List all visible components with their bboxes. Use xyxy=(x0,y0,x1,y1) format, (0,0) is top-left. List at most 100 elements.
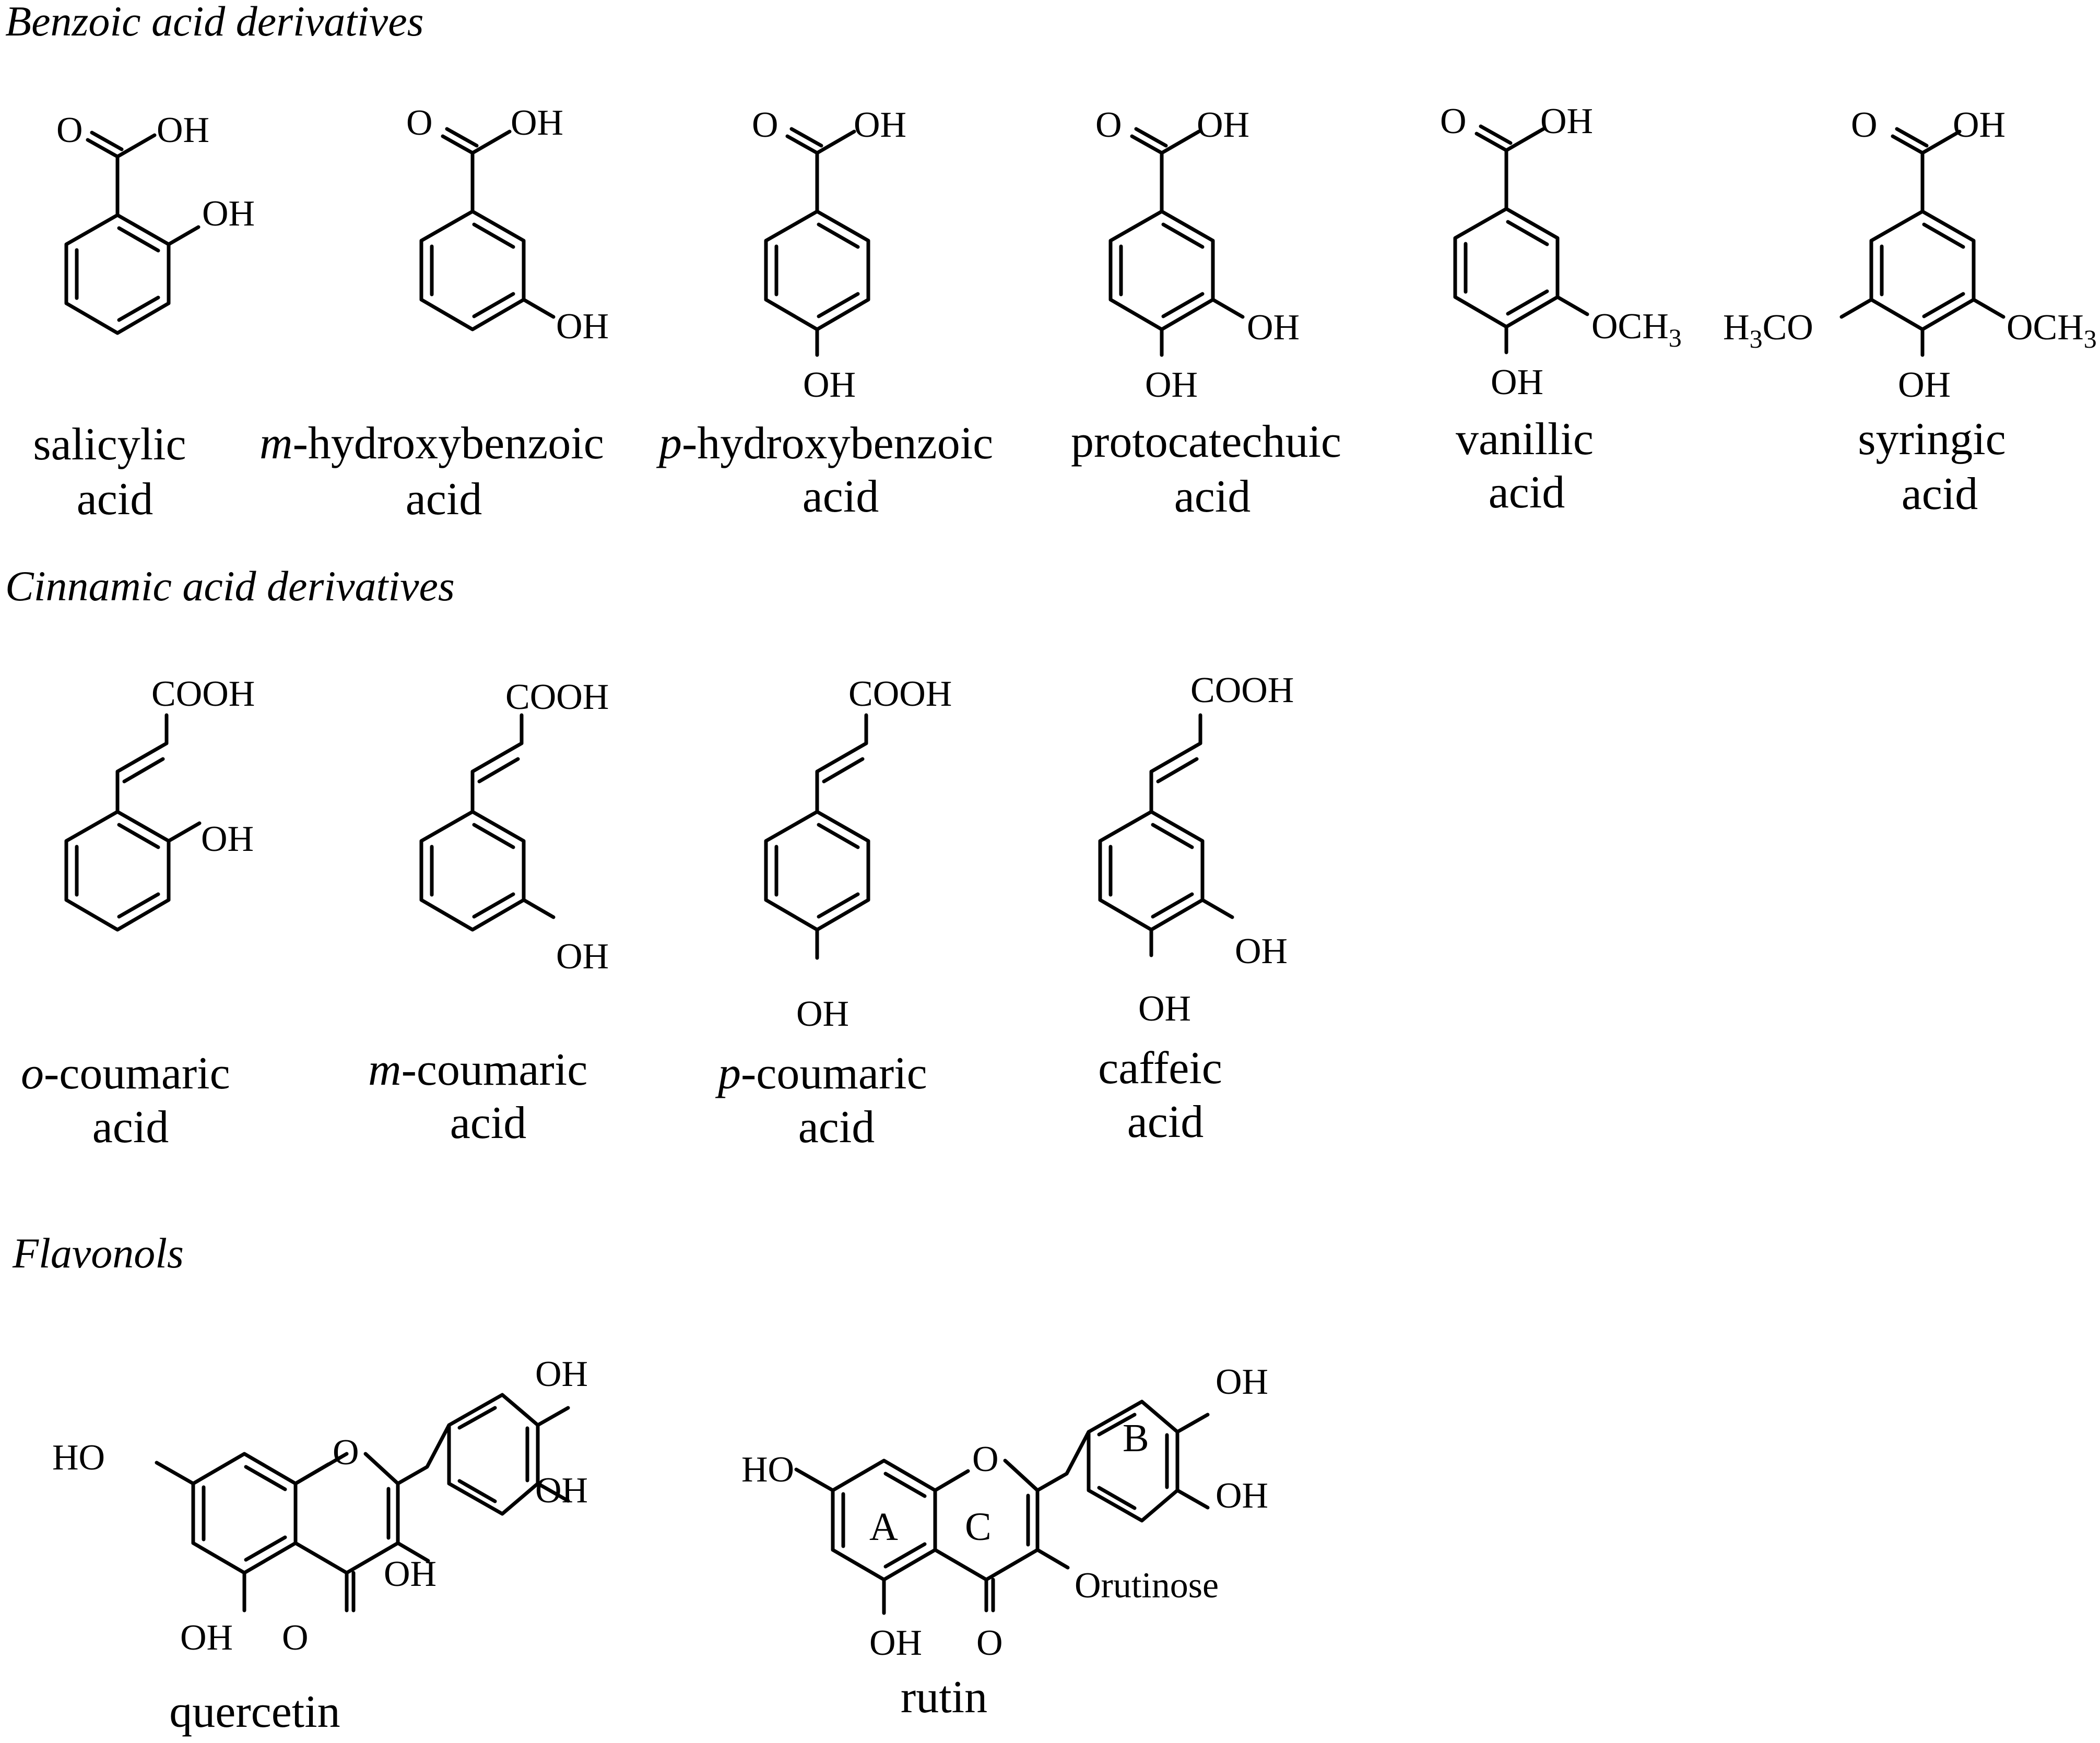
syringic-oh-label: OH xyxy=(1898,365,1951,405)
vanillic-och3-prefix: OCH xyxy=(1591,306,1669,347)
caffeic-3-oh-label: OH xyxy=(1235,931,1288,971)
vanillic-cooh-oh-label: OH xyxy=(1540,101,1593,141)
rutin-carbonyl-o-label: O xyxy=(976,1623,1003,1663)
m-hydroxybenzoic-cooh-oh-label: OH xyxy=(511,103,563,143)
structure-vanillic-acid: O OH OCH3 OH xyxy=(1440,101,1682,402)
caffeic-name-line2: acid xyxy=(1127,1097,1204,1147)
o-coumaric-oh-label: OH xyxy=(201,819,254,859)
rutin-ring-c-label: C xyxy=(965,1505,992,1549)
quercetin-carbonyl-o-label: O xyxy=(282,1618,309,1658)
m-hydroxybenzoic-oh-label: OH xyxy=(556,306,609,347)
salicylic-oh-label: OH xyxy=(202,194,255,234)
structure-salicylic-acid: O OH OH xyxy=(56,110,255,335)
vanillic-och3-subscript: 3 xyxy=(1669,323,1682,352)
structure-p-hydroxybenzoic-acid: O OH OH xyxy=(752,105,906,405)
rutin-5-oh-label: OH xyxy=(869,1623,922,1663)
quercetin-3prime-oh-label: OH xyxy=(535,1471,588,1511)
o-coumaric-cooh-label: COOH xyxy=(151,674,255,714)
section-benzoic-heading: Benzoic acid derivatives xyxy=(5,0,424,45)
rutin-name: rutin xyxy=(901,1672,987,1723)
m-coumaric-cooh-label: COOH xyxy=(505,677,609,717)
salicylic-o-label: O xyxy=(56,110,83,150)
structure-rutin: O HO OH O Orutinose OH OH A C B xyxy=(741,1362,1268,1663)
m-coumaric-name-rest: -coumaric xyxy=(402,1045,588,1095)
vanillic-oh-label: OH xyxy=(1491,362,1543,402)
caffeic-cooh-label: COOH xyxy=(1190,670,1294,710)
salicylic-name-line2: acid xyxy=(77,474,154,525)
salicylic-cooh-oh-label: OH xyxy=(157,110,209,150)
syringic-och3-prefix: OCH xyxy=(2007,307,2084,348)
m-hydroxybenzoic-name-rest: -hydroxybenzoic xyxy=(293,418,604,469)
protocatechuic-name-line2: acid xyxy=(1174,471,1251,522)
o-coumaric-name-line1: o-coumaric xyxy=(21,1048,230,1099)
p-hydroxybenzoic-name-line2: acid xyxy=(803,471,879,522)
m-hydroxybenzoic-name-line1: m-hydroxybenzoic xyxy=(259,418,604,469)
o-coumaric-name-rest: -coumaric xyxy=(44,1048,230,1099)
syringic-och3-subscript: 3 xyxy=(2084,324,2097,353)
rutin-ring-b-label: B xyxy=(1123,1416,1149,1460)
rutin-4prime-oh-label: OH xyxy=(1216,1362,1268,1402)
p-hydroxybenzoic-name-line1: p-hydroxybenzoic xyxy=(656,418,993,469)
m-coumaric-name-line2: acid xyxy=(450,1098,527,1148)
vanillic-name-line2: acid xyxy=(1489,467,1565,518)
quercetin-4prime-oh-label: OH xyxy=(535,1354,588,1394)
p-hydroxybenzoic-cooh-oh-label: OH xyxy=(854,105,906,145)
m-hydroxybenzoic-name-line2: acid xyxy=(406,474,482,525)
vanillic-och3-label: OCH3 xyxy=(1591,306,1682,352)
m-hydroxybenzoic-o-label: O xyxy=(406,103,433,143)
vanillic-name-line1: vanillic xyxy=(1456,414,1594,465)
syringic-h3co-rest: CO xyxy=(1763,307,1813,348)
p-coumaric-name-line2: acid xyxy=(798,1102,875,1153)
o-coumaric-prefix: o xyxy=(21,1048,44,1099)
syringic-name-line1: syringic xyxy=(1858,414,2006,465)
protocatechuic-name-line1: protocatechuic xyxy=(1071,417,1341,467)
syringic-o-label: O xyxy=(1851,105,1878,145)
structure-m-coumaric-acid: COOH OH xyxy=(419,677,609,977)
protocatechuic-4-oh-label: OH xyxy=(1145,365,1198,405)
structure-m-hydroxybenzoic-acid: O OH OH xyxy=(406,103,609,347)
structure-syringic-acid: O OH OCH3 H3CO OH xyxy=(1723,105,2097,405)
p-coumaric-name-line1: p-coumaric xyxy=(715,1048,927,1099)
rutin-3prime-oh-label: OH xyxy=(1216,1476,1268,1516)
syringic-och3-label: OCH3 xyxy=(2007,307,2097,353)
rutin-7-ho-label: HO xyxy=(741,1450,794,1490)
m-hydroxybenzoic-prefix: m xyxy=(259,418,293,469)
p-coumaric-prefix: p xyxy=(715,1048,741,1099)
quercetin-7-ho-label: HO xyxy=(52,1438,105,1478)
m-coumaric-prefix: m xyxy=(368,1045,402,1095)
m-coumaric-oh-label: OH xyxy=(556,936,609,977)
protocatechuic-cooh-oh-label: OH xyxy=(1197,105,1249,145)
structure-protocatechuic-acid: O OH OH OH xyxy=(1095,105,1300,405)
rutin-ring-o-label: O xyxy=(972,1439,999,1479)
quercetin-5-oh-label: OH xyxy=(180,1618,233,1658)
protocatechuic-3-oh-label: OH xyxy=(1247,307,1300,348)
p-coumaric-oh-label: OH xyxy=(796,994,849,1034)
structure-o-coumaric-acid: COOH OH xyxy=(64,674,255,932)
structure-caffeic-acid: COOH OH OH xyxy=(1098,670,1294,1029)
m-coumaric-name-line1: m-coumaric xyxy=(368,1045,587,1095)
syringic-cooh-oh-label: OH xyxy=(1953,105,2005,145)
quercetin-3-oh-label: OH xyxy=(384,1554,436,1594)
quercetin-ring-o-label: O xyxy=(333,1432,359,1473)
protocatechuic-o-label: O xyxy=(1095,105,1122,145)
p-hydroxybenzoic-o-label: O xyxy=(752,105,778,145)
syringic-h3co-h: H xyxy=(1723,307,1750,348)
rutin-ring-a-label: A xyxy=(869,1505,898,1549)
o-coumaric-name-line2: acid xyxy=(92,1102,169,1153)
structure-p-coumaric-acid: COOH OH xyxy=(764,674,952,1034)
caffeic-name-line1: caffeic xyxy=(1098,1043,1222,1094)
p-hydroxybenzoic-name-rest: -hydroxybenzoic xyxy=(682,418,993,469)
section-flavonols-heading: Flavonols xyxy=(12,1229,184,1277)
quercetin-name: quercetin xyxy=(169,1687,340,1737)
structure-quercetin: O HO OH O OH OH OH xyxy=(52,1354,588,1658)
p-coumaric-name-rest: -coumaric xyxy=(741,1048,927,1099)
section-cinnamic-heading: Cinnamic acid derivatives xyxy=(5,562,455,610)
p-hydroxybenzoic-prefix: p xyxy=(656,418,682,469)
vanillic-o-label: O xyxy=(1440,101,1467,141)
p-hydroxybenzoic-oh-label: OH xyxy=(803,365,856,405)
syringic-h3co-subscript: 3 xyxy=(1750,324,1763,353)
p-coumaric-cooh-label: COOH xyxy=(848,674,952,714)
salicylic-name-line1: salicylic xyxy=(33,419,186,470)
rutin-orutinose-label: Orutinose xyxy=(1075,1566,1219,1606)
